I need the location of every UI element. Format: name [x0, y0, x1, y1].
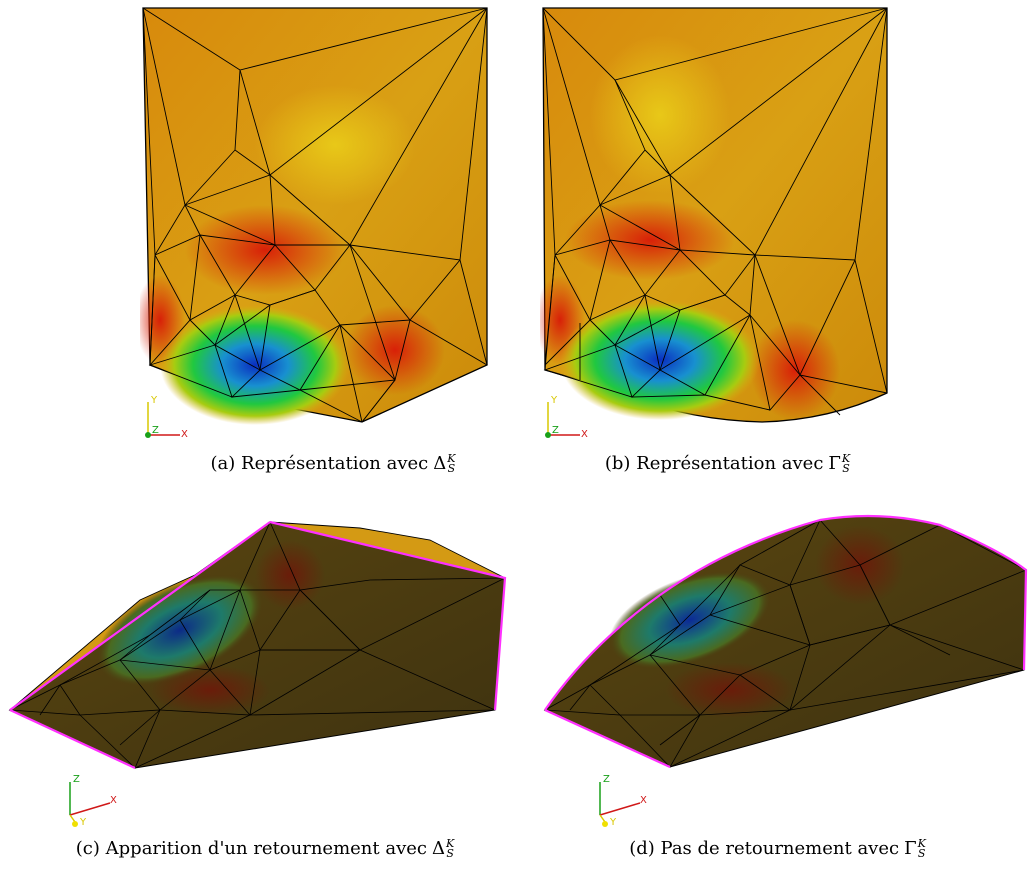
- svg-text:X: X: [181, 429, 188, 440]
- panel-a-svg: Y X Z: [140, 7, 488, 440]
- axis-triad-a: Y X Z: [145, 395, 188, 440]
- panel-d-mesh: Z X Y: [530, 505, 1030, 835]
- svg-text:Z: Z: [552, 425, 559, 436]
- panel-a-mesh: Y X Z: [140, 5, 515, 450]
- panel-c-svg: Z X Y: [8, 520, 507, 828]
- svg-text:X: X: [581, 429, 588, 440]
- svg-text:Z: Z: [152, 425, 159, 436]
- axis-triad-c: Z X Y: [69, 774, 117, 828]
- panel-d-svg: Z X Y: [543, 514, 1028, 828]
- panel-b-mesh: Y X Z: [540, 5, 915, 450]
- svg-text:Y: Y: [79, 817, 87, 828]
- svg-text:Y: Y: [609, 817, 617, 828]
- svg-text:Z: Z: [603, 774, 610, 785]
- panel-c-mesh: Z X Y: [0, 510, 520, 835]
- svg-text:Y: Y: [550, 395, 558, 406]
- panel-b-svg: Y X Z: [540, 7, 888, 440]
- svg-text:Y: Y: [150, 395, 158, 406]
- axis-triad-b: Y X Z: [545, 395, 588, 440]
- axis-triad-d: Z X Y: [599, 774, 647, 828]
- svg-text:X: X: [640, 795, 647, 806]
- svg-text:X: X: [110, 795, 117, 806]
- svg-text:Z: Z: [73, 774, 80, 785]
